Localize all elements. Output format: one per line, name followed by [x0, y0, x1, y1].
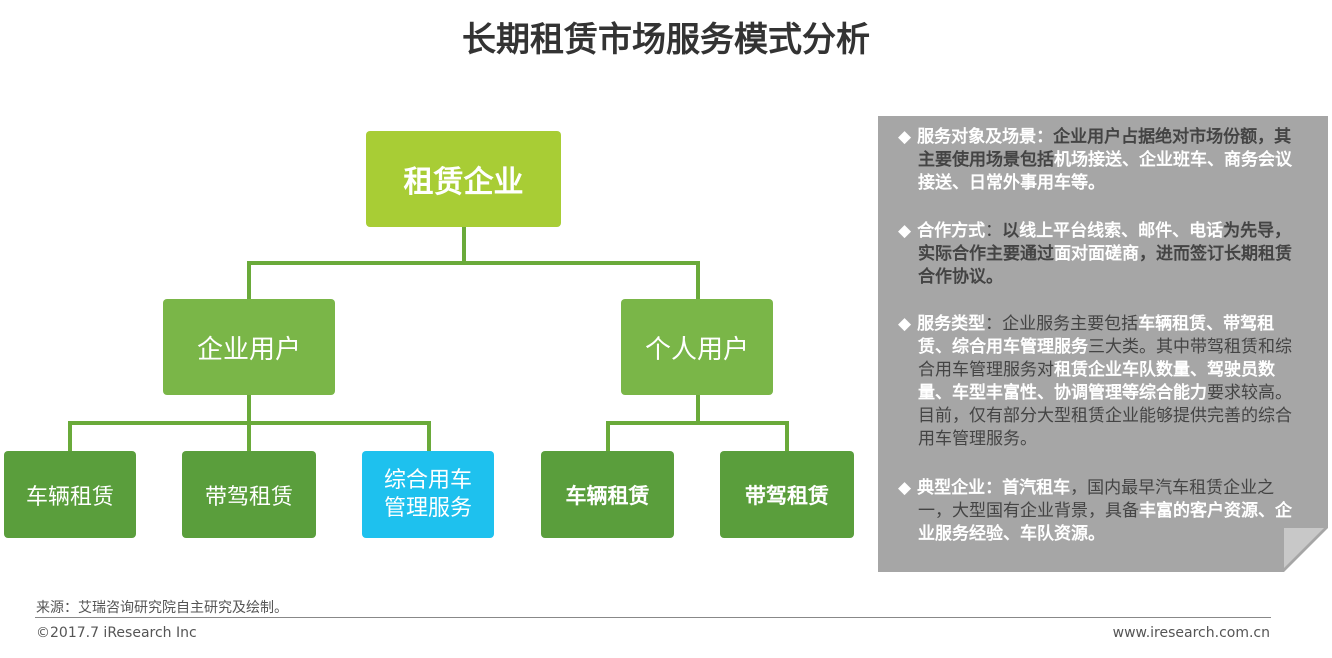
- text-segment: 三大类。其中带驾租赁和综合用车管理服务对: [918, 337, 1292, 380]
- text-segment: 服务类型: [917, 314, 986, 334]
- copyright: ©2017.7 iResearch Inc: [36, 625, 197, 641]
- text-segment: ：: [985, 478, 1003, 498]
- text-segment: 机场接送、企业班车、商务会议接送、日常外事用车等。: [918, 150, 1292, 193]
- diamond-bullet-icon: ◆: [898, 478, 912, 498]
- text-segment: 丰富的客户资源、企业服务经验、车队资源。: [918, 501, 1292, 544]
- node-vehicle-rental: 车辆租赁: [4, 451, 136, 538]
- node-enterprise-user: 企业用户: [163, 299, 335, 395]
- connector: [606, 421, 610, 451]
- connector: [247, 421, 251, 451]
- diamond-bullet-icon: ◆: [898, 127, 912, 147]
- text-segment: 面对面磋商: [1054, 244, 1139, 264]
- diamond-bullet-icon: ◆: [898, 221, 912, 241]
- text-segment: 要求较高。目前，仅有部分大型租赁企业能够提供完善的综合用车管理服务。: [918, 383, 1292, 449]
- connector: [696, 261, 700, 299]
- diamond-bullet-icon: ◆: [898, 314, 912, 334]
- info-panel: ◆服务对象及场景：企业用户占据绝对市场份额，其主要使用场景包括机场接送、企业班车…: [878, 116, 1328, 572]
- connector: [247, 261, 700, 265]
- text-segment: 为先导，实际合作主要通过: [918, 221, 1292, 264]
- text-segment: 服务对象及场景: [917, 127, 1037, 147]
- text-segment: ，进而签订长期租赁合作协议。: [918, 244, 1292, 287]
- paragraph-cooperation: ◆合作方式：以线上平台线索、邮件、电话为先导，实际合作主要通过面对面磋商，进而签…: [898, 220, 1298, 289]
- connector: [462, 227, 466, 263]
- website-url: www.iresearch.com.cn: [1112, 625, 1270, 641]
- text-segment: ，国内最早汽车租赁企业之一，大型国有企业背景，具备: [918, 478, 1275, 521]
- text-segment: ：: [1036, 127, 1054, 147]
- connector: [247, 261, 251, 299]
- text-segment: 租赁企业车队数量、驾驶员数量、车型丰富性、协调管理等综合能力: [918, 360, 1275, 403]
- paragraph-typical-company: ◆典型企业：首汽租车，国内最早汽车租赁企业之一，大型国有企业背景，具备丰富的客户…: [898, 477, 1298, 546]
- text-segment: 典型企业: [917, 478, 986, 498]
- connector: [247, 395, 251, 423]
- connector: [68, 421, 72, 451]
- node-fleet-management: 综合用车 管理服务: [362, 451, 494, 538]
- text-segment: ：: [985, 221, 1003, 241]
- text-segment: 首汽租车: [1002, 478, 1071, 498]
- page-fold-flap: [1284, 528, 1324, 568]
- node-chauffeur-rental: 带驾租赁: [182, 451, 316, 538]
- connector: [606, 421, 789, 425]
- paragraph-service-scenarios: ◆服务对象及场景：企业用户占据绝对市场份额，其主要使用场景包括机场接送、企业班车…: [898, 126, 1298, 195]
- text-segment: 合作方式: [917, 221, 986, 241]
- node-personal-chauffeur-rental: 带驾租赁: [720, 451, 854, 538]
- connector: [696, 395, 700, 423]
- text-segment: 企业用户占据绝对市场份额，其主要使用场景包括: [918, 127, 1292, 170]
- page-title: 长期租赁市场服务模式分析: [462, 20, 870, 60]
- connector: [785, 421, 789, 451]
- connector: [427, 421, 431, 451]
- source-note: 来源：艾瑞咨询研究院自主研究及绘制。: [36, 600, 288, 616]
- paragraph-service-types: ◆服务类型：企业服务主要包括车辆租赁、带驾租赁、综合用车管理服务三大类。其中带驾…: [898, 313, 1298, 451]
- text-segment: ：企业服务主要包括: [985, 314, 1139, 334]
- node-root: 租赁企业: [366, 131, 561, 227]
- text-segment: 以: [1002, 221, 1020, 241]
- node-personal-user: 个人用户: [621, 299, 773, 395]
- node-personal-vehicle-rental: 车辆租赁: [541, 451, 674, 538]
- footer-divider: [35, 617, 1271, 618]
- text-segment: 线上平台线索、邮件、电话: [1019, 221, 1224, 241]
- text-segment: 车辆租赁、带驾租赁、综合用车管理服务: [918, 314, 1275, 357]
